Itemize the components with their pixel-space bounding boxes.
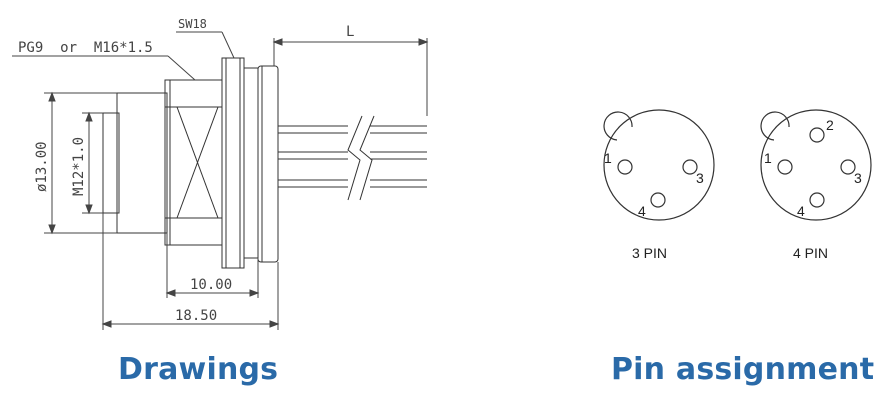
- pin-4-label-1: 1: [764, 150, 772, 166]
- rear-flange: [257, 65, 279, 263]
- dim-10-label: 10.00: [190, 277, 232, 293]
- length-label: L: [346, 24, 354, 40]
- pin-face-4: [760, 109, 872, 221]
- pin-4-3: [840, 159, 856, 175]
- pin-4-label-2: 2: [826, 117, 834, 133]
- pin-4-label-4: 4: [797, 203, 805, 219]
- connector-drawing: [12, 31, 429, 330]
- front-thread-section: [116, 92, 168, 234]
- pin-face-4-outline: [760, 109, 872, 221]
- wrench-size-label: SW18: [178, 17, 207, 31]
- pin-4-1: [777, 159, 793, 175]
- pin-face-3: [603, 109, 715, 221]
- pin-3-label-4: 4: [638, 203, 646, 219]
- pin-3-3: [682, 159, 698, 175]
- dim-1850-label: 18.50: [175, 308, 217, 324]
- m12-thread-label: M12*1.0: [71, 137, 87, 196]
- pin-3-label-3: 3: [696, 170, 704, 186]
- pin-face-3-outline: [603, 109, 715, 221]
- pin-4-4: [809, 192, 825, 208]
- diameter-label: ø13.00: [34, 141, 50, 192]
- dimension-lines: [12, 31, 429, 330]
- panel-nut: [221, 57, 245, 269]
- thread-label: PG9 or M16*1.5: [18, 40, 153, 56]
- hex-nut: [164, 79, 223, 246]
- front-body: [102, 112, 120, 214]
- pin-4-label-3: 3: [854, 170, 862, 186]
- rear-washer: [243, 67, 259, 259]
- pin-4-caption: 4 PIN: [793, 245, 828, 261]
- drawings-caption: Drawings: [118, 352, 279, 387]
- pin-3-caption: 3 PIN: [632, 245, 667, 261]
- wire-leads: [278, 115, 427, 201]
- pin-assignment-caption: Pin assignment: [611, 352, 875, 387]
- pin-3-1: [617, 159, 633, 175]
- pin-face-3-key: [603, 111, 633, 141]
- pin-4-2: [809, 127, 825, 143]
- pin-face-4-key: [760, 111, 790, 141]
- pin-3-label-1: 1: [604, 150, 612, 166]
- pin-3-4: [650, 192, 666, 208]
